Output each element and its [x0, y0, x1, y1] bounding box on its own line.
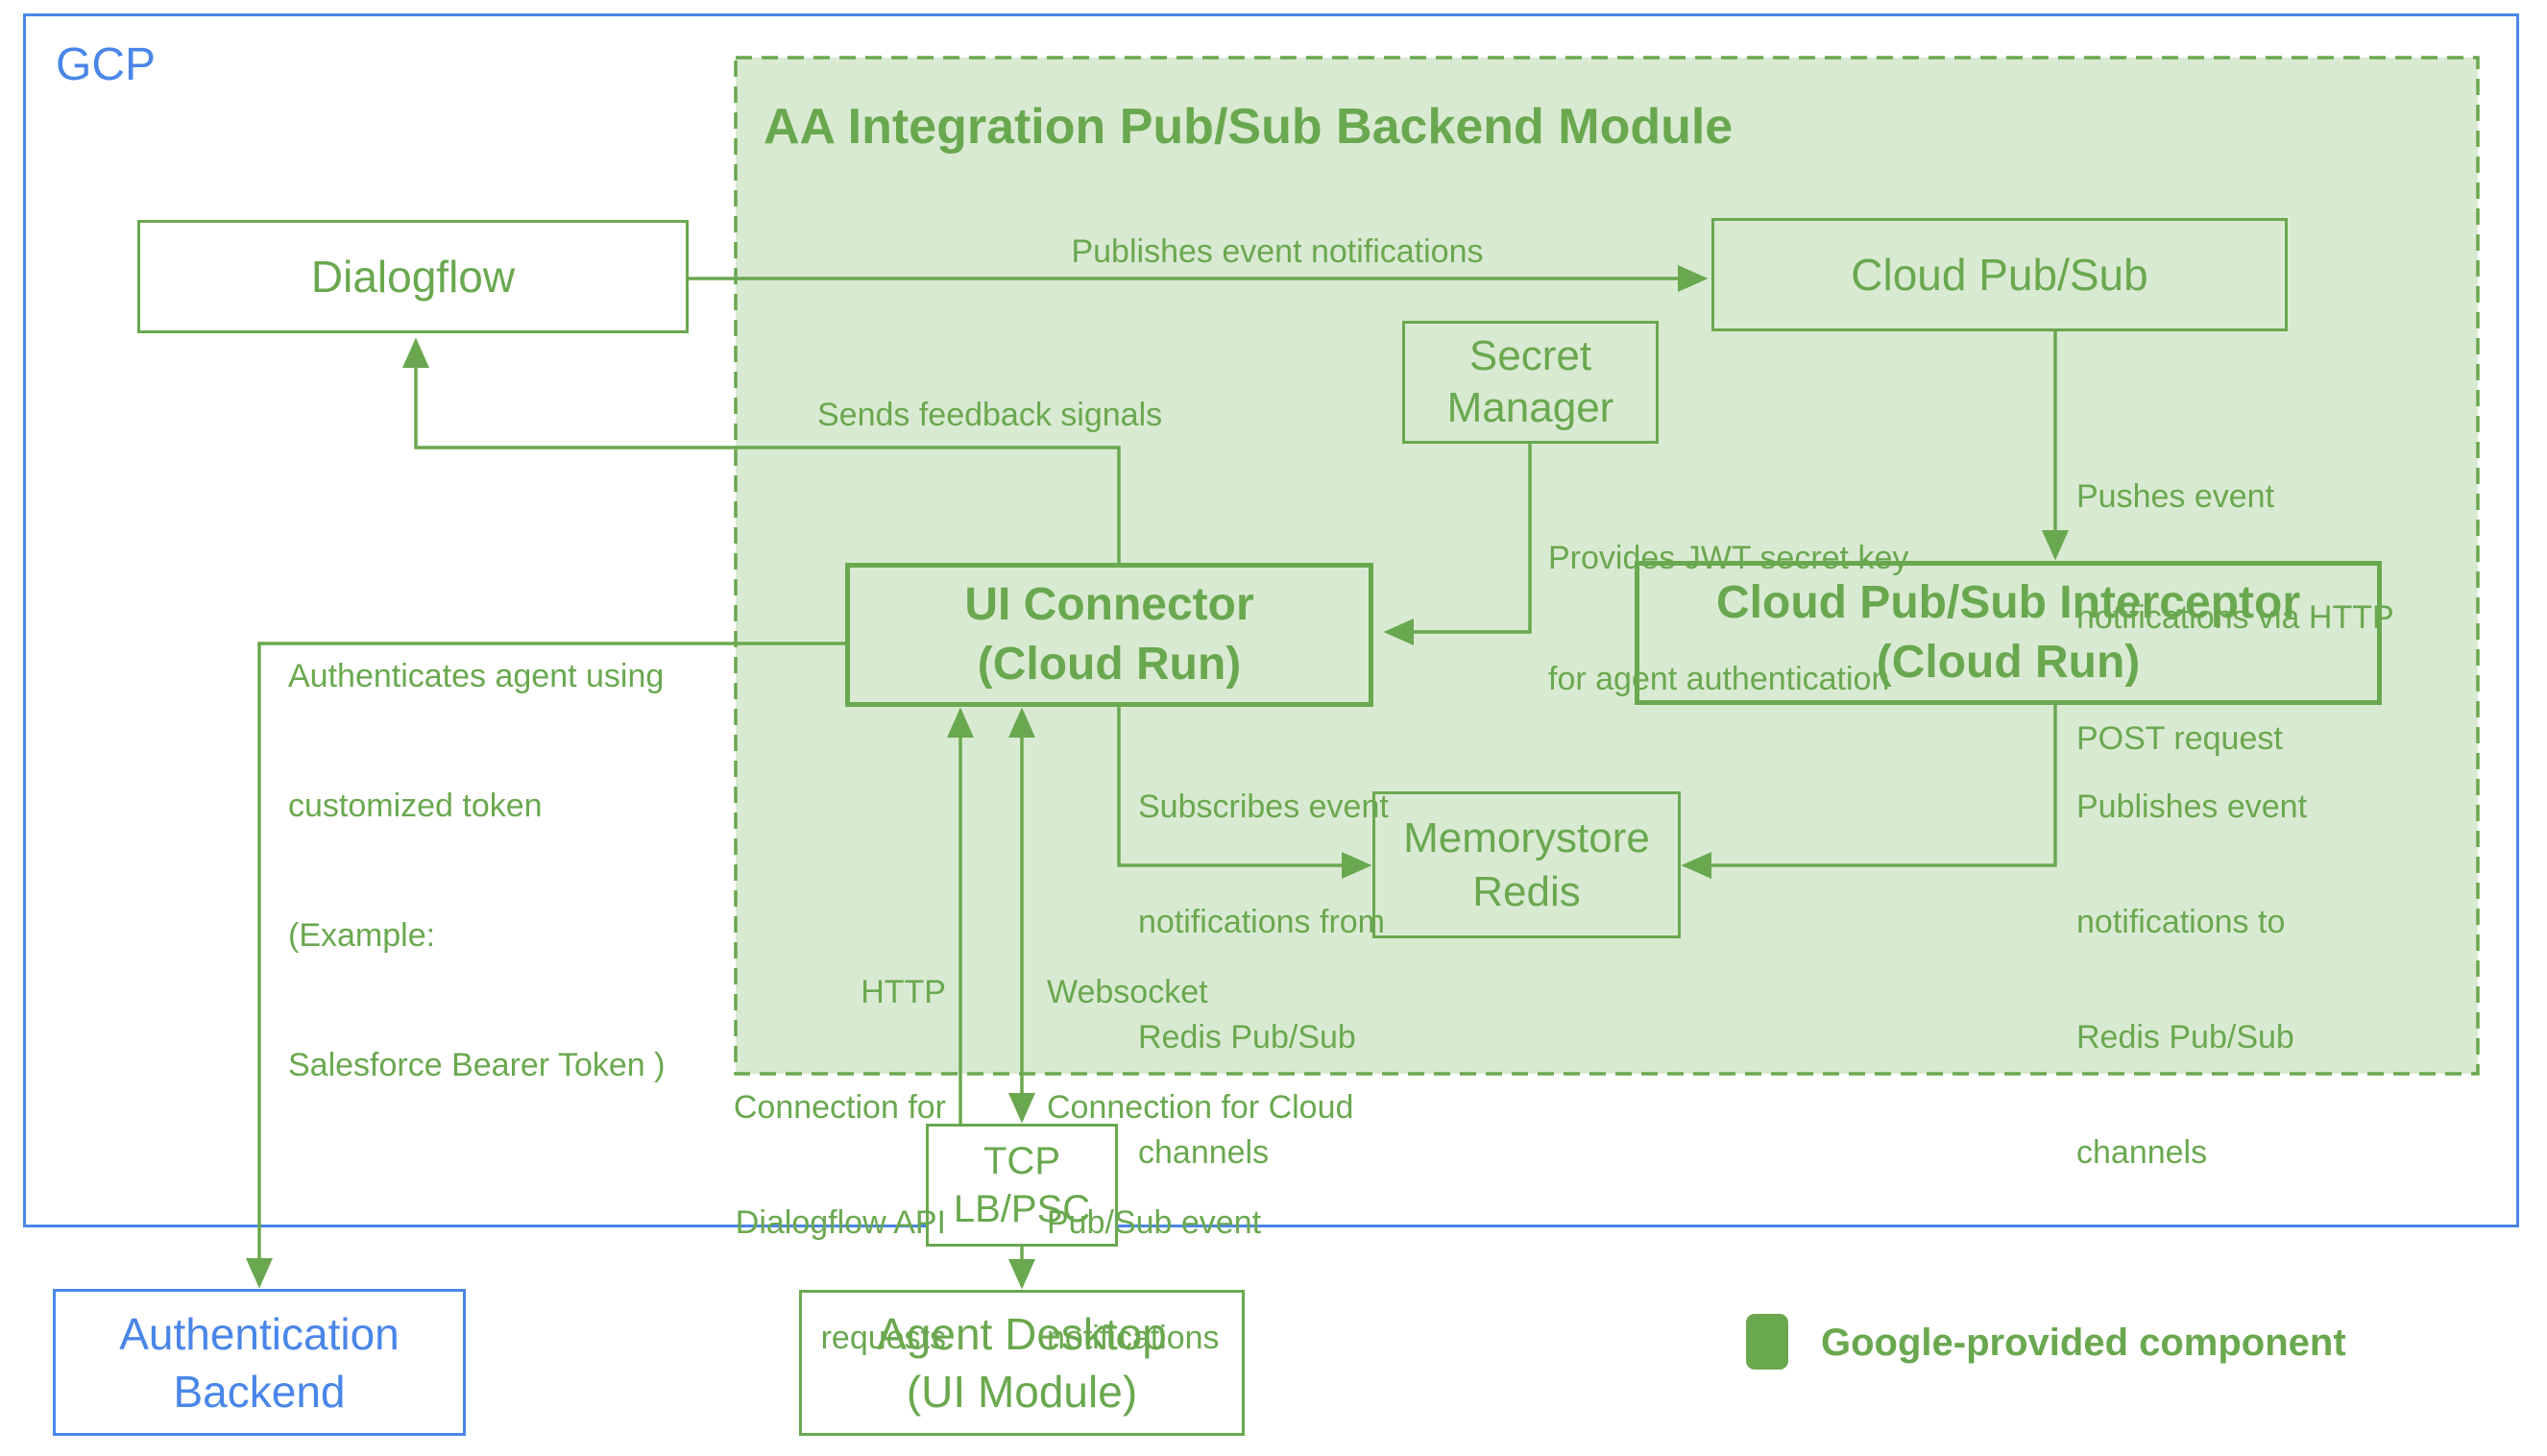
- node-memorystore-line2: Redis: [1472, 867, 1581, 915]
- edge-subscribes-event-notifications: [1117, 707, 1372, 879]
- node-agent-desktop: Agent Desktop (UI Module): [799, 1290, 1245, 1436]
- label-provides-jwt-secret-key: Provides JWT secret key for agent authen…: [1548, 540, 1909, 697]
- node-ui-connector-line2: (Cloud Run): [977, 639, 1242, 690]
- node-secret-manager-line2: Manager: [1446, 384, 1614, 431]
- node-auth-backend-line2: Backend: [173, 1366, 346, 1417]
- node-agent-desktop-line2: (UI Module): [906, 1367, 1138, 1417]
- node-dialogflow: Dialogflow: [137, 220, 689, 333]
- gcp-boundary-box: [23, 13, 2519, 1227]
- legend-google-component-label: Google-provided component: [1821, 1322, 2346, 1364]
- node-cloud-pubsub-label: Cloud Pub/Sub: [1851, 250, 2148, 300]
- label-sends-feedback-signals: Sends feedback signals: [817, 397, 1163, 433]
- label-publishes-event-notifications: Publishes event notifications: [1071, 233, 1484, 270]
- edge-sends-feedback-signals: [402, 337, 1121, 563]
- node-pubsub-interceptor-line2: (Cloud Run): [1876, 637, 2141, 688]
- label-subscribes-event-notifications: Subscribes event notifications from Redi…: [1138, 789, 1389, 1171]
- node-authentication-backend: Authentication Backend: [53, 1289, 466, 1436]
- node-pubsub-interceptor: Cloud Pub/Sub Interceptor (Cloud Run): [1635, 561, 2382, 705]
- node-secret-manager-line1: Secret: [1468, 332, 1592, 379]
- node-ui-connector: UI Connector (Cloud Run): [845, 563, 1373, 707]
- legend-google-component-swatch: [1746, 1314, 1788, 1370]
- edge-provides-jwt-secret-key: [1383, 444, 1532, 645]
- label-authenticates-agent: Authenticates agent using customized tok…: [288, 658, 666, 1083]
- node-memorystore-line1: Memorystore: [1403, 813, 1650, 861]
- edge-authenticates-agent: [246, 642, 845, 1289]
- node-pubsub-interceptor-line1: Cloud Pub/Sub Interceptor: [1716, 577, 2300, 628]
- label-http-connection: HTTP Connection for Dialogflow API reque…: [733, 974, 946, 1356]
- node-ui-connector-line1: UI Connector: [964, 579, 1254, 630]
- edge-publishes-to-redis: [1681, 705, 2057, 879]
- node-dialogflow-label: Dialogflow: [310, 252, 516, 302]
- node-memorystore-redis: Memorystore Redis: [1372, 791, 1681, 938]
- node-auth-backend-line1: Authentication: [119, 1308, 400, 1359]
- node-tcp-line2: LB/PSC: [953, 1188, 1091, 1230]
- label-pushes-event-notifications: Pushes event notifications via HTTP POST…: [2076, 478, 2394, 757]
- node-agent-desktop-line1: Agent Desktop: [877, 1309, 1167, 1359]
- label-publishes-to-redis: Publishes event notifications to Redis P…: [2076, 789, 2308, 1171]
- module-title: AA Integration Pub/Sub Backend Module: [764, 99, 1734, 155]
- gcp-label: GCP: [56, 39, 157, 90]
- node-cloud-pubsub: Cloud Pub/Sub: [1711, 218, 2288, 331]
- node-tcp-line1: TCP: [983, 1140, 1060, 1182]
- node-secret-manager: Secret Manager: [1402, 321, 1659, 444]
- node-tcp-lb-psc: TCP LB/PSC: [926, 1124, 1118, 1247]
- label-websocket-connection: Websocket Connection for Cloud Pub/Sub e…: [1047, 974, 1354, 1356]
